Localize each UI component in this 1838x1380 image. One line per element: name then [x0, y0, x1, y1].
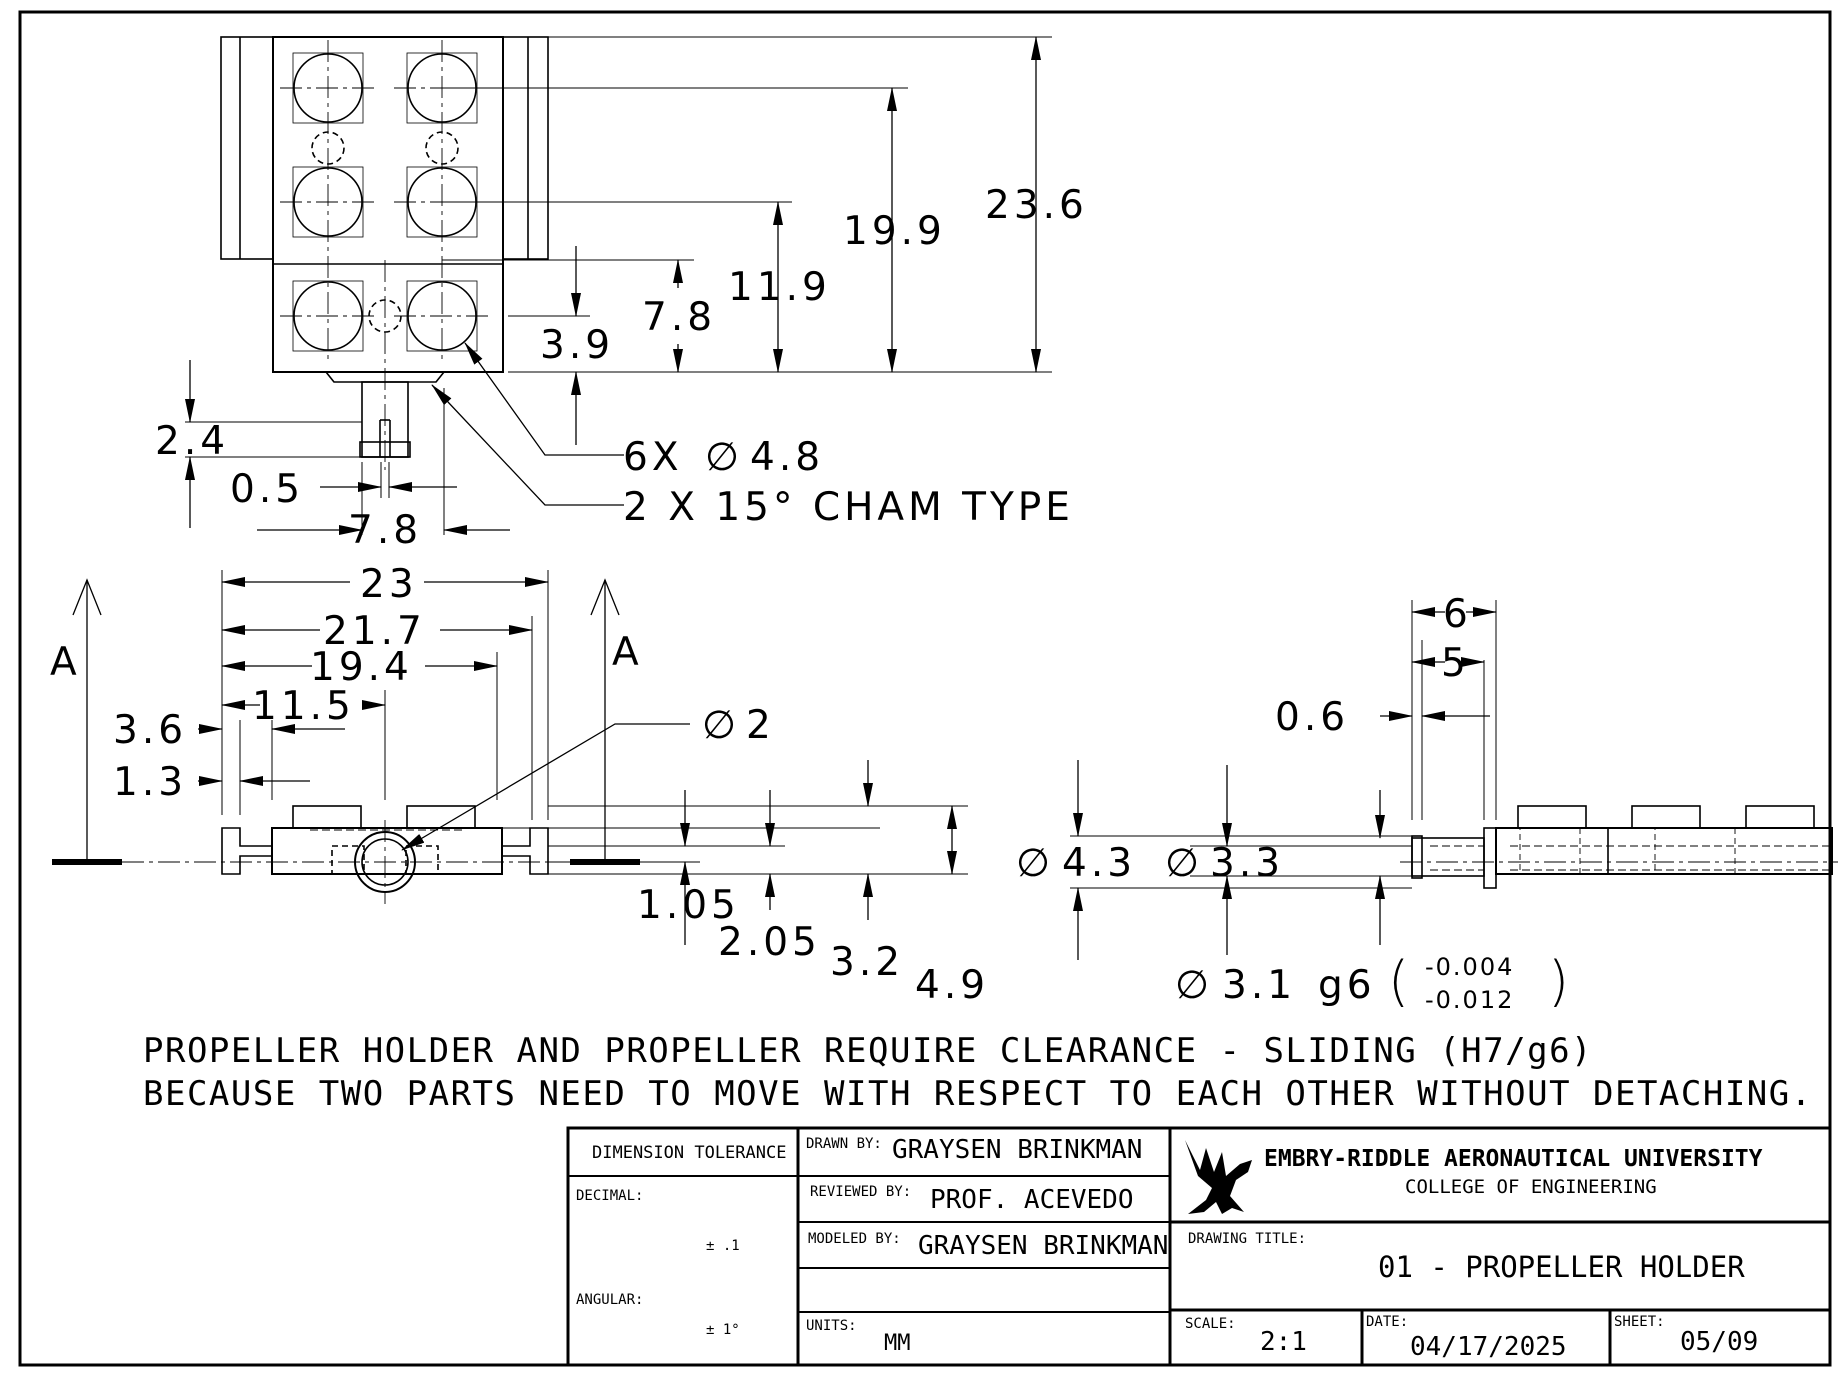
- dia-inner: 3.3: [1210, 841, 1284, 886]
- top-view-labels: 23.6 19.9 11.9 7.8 3.9 2.4 0.5 7.8 6X ∅ …: [155, 183, 1088, 553]
- dim-4-9: 4.9: [915, 963, 989, 1008]
- dim-7-8-horizontal: 7.8: [348, 508, 422, 553]
- decimal-value: ± .1: [706, 1238, 740, 1254]
- dim-0-5: 0.5: [230, 467, 304, 512]
- dim-1-05: 1.05: [637, 883, 740, 928]
- eagle-logo: [1185, 1140, 1252, 1214]
- sheet-label: SHEET:: [1614, 1314, 1665, 1330]
- sheet-value: 05/09: [1680, 1327, 1758, 1357]
- side-view: [1070, 600, 1838, 960]
- dimension-tolerance-label: DIMENSION TOLERANCE: [592, 1143, 786, 1163]
- decimal-label: DECIMAL:: [576, 1188, 643, 1204]
- dia-fit: 3.1: [1222, 963, 1296, 1008]
- dim-23-6: 23.6: [985, 183, 1088, 228]
- dim-23: 23: [360, 562, 418, 607]
- dim-7-8-vertical: 7.8: [642, 295, 716, 340]
- tolerance-lower: -0.012: [1425, 986, 1514, 1014]
- right-rail: [502, 36, 549, 260]
- left-rail: [220, 36, 274, 260]
- dia-symbol-fit: ∅: [1175, 963, 1213, 1008]
- reviewed-by: PROF. ACEVEDO: [930, 1185, 1134, 1215]
- front-view-labels: A A 23 21.7 19.4 11.5 3.6 1.3 ∅ 2 1.05 2…: [50, 562, 989, 1008]
- dim-1-3: 1.3: [113, 760, 187, 805]
- section-label-left: A: [50, 640, 81, 685]
- college-name: COLLEGE OF ENGINEERING: [1405, 1176, 1657, 1198]
- hub-diameter-symbol: ∅: [702, 703, 740, 748]
- hole-diameter: 4.8: [750, 435, 824, 480]
- note-line-2: BECAUSE TWO PARTS NEED TO MOVE WITH RESP…: [143, 1074, 1813, 1114]
- dim-5: 5: [1441, 641, 1470, 686]
- university-name: EMBRY-RIDDLE AERONAUTICAL UNIVERSITY: [1264, 1146, 1763, 1172]
- diameter-symbol: ∅: [705, 435, 743, 480]
- paren-right: ): [1548, 950, 1569, 1013]
- notes: PROPELLER HOLDER AND PROPELLER REQUIRE C…: [143, 1031, 1813, 1114]
- dim-2-05: 2.05: [718, 920, 821, 965]
- tolerance-upper: -0.004: [1425, 953, 1514, 981]
- scale-value: 2:1: [1260, 1327, 1307, 1357]
- side-view-labels: 6 5 0.6 ∅ 4.3 ∅ 3.3 ∅ 3.1 g6 ( -0.004 -0…: [1016, 592, 1569, 1014]
- drawn-by-label: DRAWN BY:: [806, 1136, 882, 1152]
- front-body: [271, 827, 503, 875]
- paren-left: (: [1388, 950, 1409, 1013]
- dim-0-6: 0.6: [1275, 695, 1349, 740]
- dim-21-7: 21.7: [323, 609, 426, 654]
- angular-label: ANGULAR:: [576, 1292, 643, 1308]
- reviewed-by-label: REVIEWED BY:: [810, 1184, 911, 1200]
- fit-class: g6: [1318, 963, 1376, 1008]
- chamfer-callout: 2 X 15° CHAM TYPE: [623, 485, 1074, 530]
- top-view: [185, 36, 1052, 535]
- title-block: [566, 1126, 1832, 1367]
- angular-value: ± 1°: [706, 1322, 740, 1338]
- units-value: MM: [884, 1331, 911, 1356]
- dim-6: 6: [1443, 592, 1472, 637]
- section-label-right: A: [612, 630, 643, 675]
- title-block-text: DIMENSION TOLERANCE DECIMAL: ± .1 ANGULA…: [576, 1135, 1763, 1362]
- date-value: 04/17/2025: [1410, 1332, 1567, 1362]
- dim-3-2: 3.2: [830, 940, 904, 985]
- front-view: [52, 570, 968, 945]
- main-block: [272, 36, 504, 373]
- dia-symbol-outer: ∅: [1016, 841, 1054, 886]
- drawing-title: 01 - PROPELLER HOLDER: [1378, 1250, 1745, 1284]
- drawn-by: GRAYSEN BRINKMAN: [892, 1135, 1142, 1165]
- dim-11-5: 11.5: [252, 684, 355, 729]
- dim-11-9: 11.9: [728, 265, 831, 310]
- dim-2-4: 2.4: [155, 419, 229, 464]
- modeled-by: GRAYSEN BRINKMAN: [918, 1231, 1168, 1261]
- dim-19-4: 19.4: [310, 645, 413, 690]
- dia-symbol-inner: ∅: [1165, 841, 1203, 886]
- dim-3-9: 3.9: [540, 323, 614, 368]
- side-body: [1495, 827, 1833, 875]
- modeled-by-label: MODELED BY:: [808, 1231, 901, 1247]
- note-line-1: PROPELLER HOLDER AND PROPELLER REQUIRE C…: [143, 1031, 1593, 1071]
- drawing-title-label: DRAWING TITLE:: [1188, 1231, 1306, 1247]
- date-label: DATE:: [1366, 1314, 1408, 1330]
- dim-3-6: 3.6: [113, 708, 187, 753]
- units-label: UNITS:: [806, 1318, 857, 1334]
- hub-diameter: 2: [746, 703, 775, 748]
- dia-outer: 4.3: [1062, 841, 1136, 886]
- dim-19-9: 19.9: [843, 209, 946, 254]
- scale-label: SCALE:: [1185, 1316, 1236, 1332]
- hole-callout: 6X: [623, 435, 683, 480]
